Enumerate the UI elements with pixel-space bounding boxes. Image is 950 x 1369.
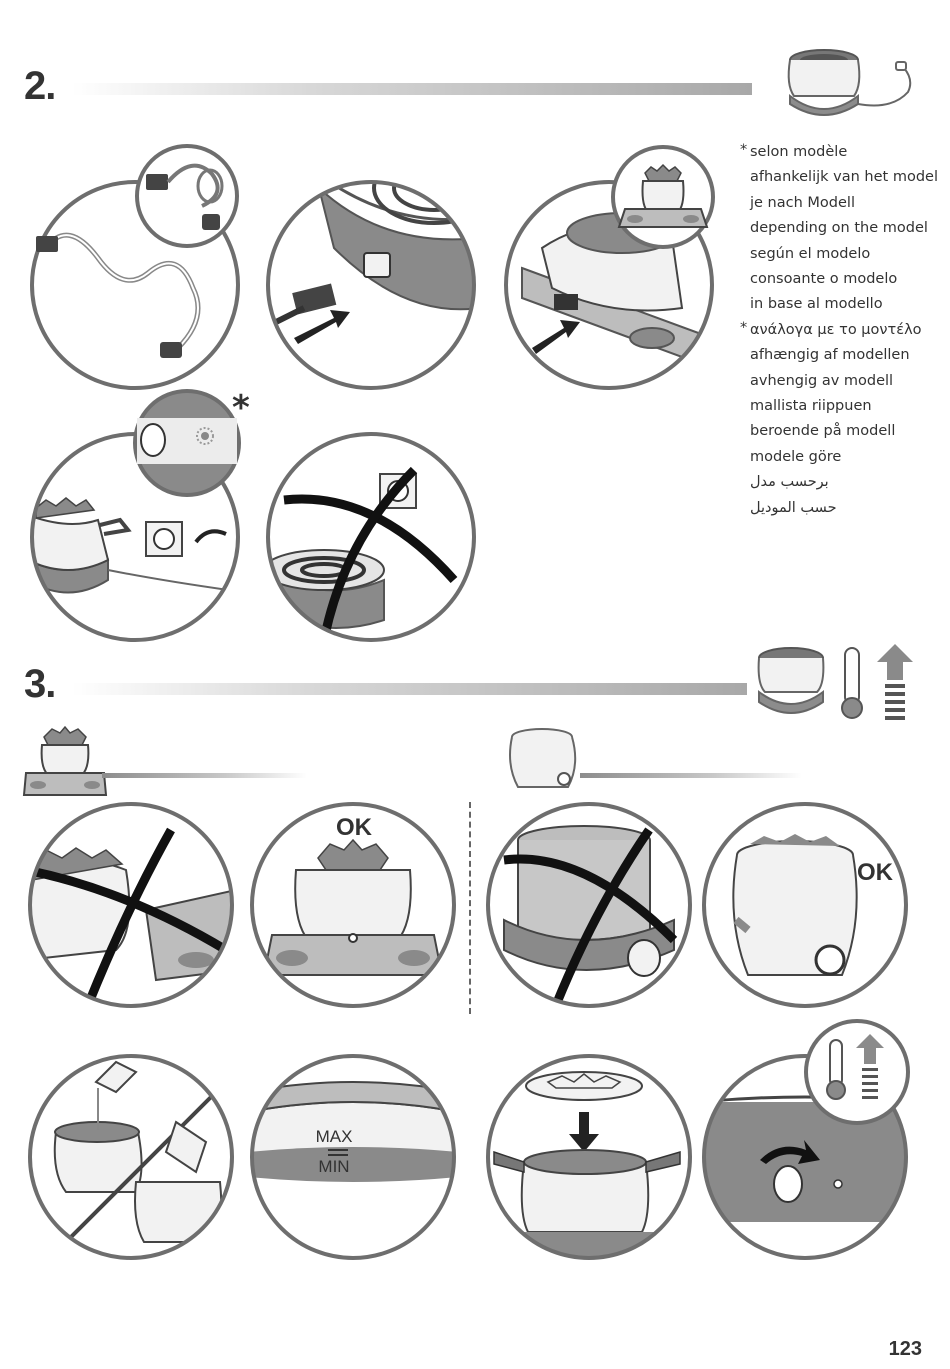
page-number: 123 — [889, 1338, 922, 1361]
note-line: modele göre — [738, 445, 938, 470]
ok-label-right: OK — [857, 859, 893, 887]
note-line: mallista riippuen — [738, 394, 938, 419]
fill-oil-circle — [26, 1052, 236, 1262]
note-line: consoante o modelo — [738, 267, 938, 292]
note-line: afhankelijk van het model — [738, 165, 938, 190]
electric-model-divider — [580, 773, 802, 778]
place-lid-circle — [484, 1052, 694, 1262]
wrong-hob-circle — [264, 430, 479, 645]
wrong-pot-circle — [484, 800, 694, 1010]
note-line: afhængig af modellen — [738, 343, 938, 368]
heat-up-icon — [755, 640, 925, 730]
note-line: avhengig av modell — [738, 369, 938, 394]
ok-label-left: OK — [336, 814, 372, 842]
note-line: depending on the model — [738, 216, 938, 241]
max-mark: MAX — [312, 1127, 356, 1147]
thermometer-inset — [802, 1018, 912, 1126]
note-line: je nach Modell — [738, 191, 938, 216]
min-mark: MIN — [312, 1157, 356, 1177]
note-line: حسب الموديل — [738, 496, 838, 521]
note-line: برحسب مدل — [738, 470, 838, 495]
tray-model-icon — [22, 725, 108, 801]
note-line: in base al modello — [738, 292, 938, 317]
note-line: beroende på modell — [738, 419, 938, 444]
tray-fondue-inset — [607, 145, 719, 250]
step-2-divider — [72, 83, 752, 95]
note-line: según el modelo — [738, 242, 938, 267]
fondue-base-icon — [780, 40, 920, 130]
electric-model-icon — [502, 725, 588, 799]
note-line: ανάλογα με το μοντέλο — [738, 318, 938, 343]
step-3-number: 3. — [24, 662, 55, 707]
plug-into-base-circle — [264, 178, 479, 393]
step-2-number: 2. — [24, 64, 55, 109]
step-3-divider — [72, 683, 747, 695]
model-separator — [469, 802, 471, 1014]
cord-detail-inset — [132, 144, 242, 249]
wrong-tray-circle — [26, 800, 236, 1010]
tray-model-divider — [102, 773, 307, 778]
model-asterisk: * — [232, 388, 250, 428]
note-line: selon modèle — [738, 140, 938, 165]
switch-detail-inset — [131, 388, 243, 498]
correct-electric-circle — [700, 800, 910, 1010]
